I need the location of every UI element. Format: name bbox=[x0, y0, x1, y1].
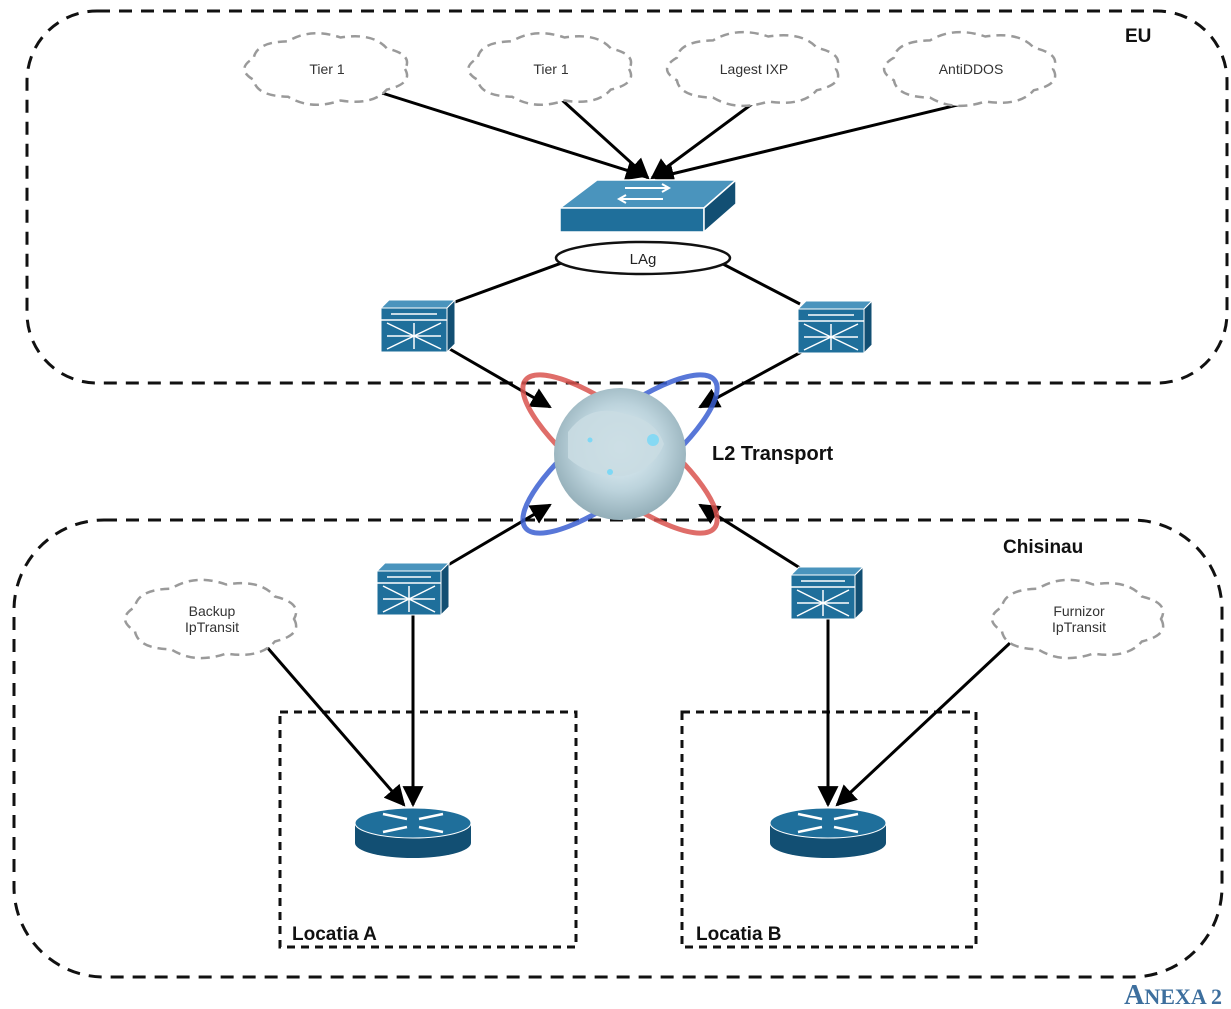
eu-label: EU bbox=[1125, 26, 1151, 47]
link-antiddos-core bbox=[652, 98, 979, 184]
eu-region bbox=[25, 9, 1229, 385]
locatia-a-box bbox=[278, 710, 578, 949]
link-edge-left-transport bbox=[447, 346, 552, 409]
link-furnizor-router bbox=[835, 641, 1012, 807]
router-locatia-b-icon bbox=[769, 807, 887, 858]
edge-switch-eu-left-icon bbox=[379, 298, 457, 354]
annex-label: ANEXA 2 bbox=[1124, 980, 1222, 1009]
cloud-tier1-b: Tier 1 bbox=[467, 32, 633, 106]
locatia-a-label: Locatia A bbox=[292, 924, 377, 945]
edge-switch-chisinau-a-icon bbox=[375, 561, 451, 617]
cloud-tier1-a: Tier 1 bbox=[243, 32, 409, 106]
edge-switch-eu-right-icon bbox=[796, 299, 874, 355]
router-locatia-a-icon bbox=[354, 807, 472, 858]
core-switch-icon bbox=[557, 178, 738, 234]
lag-ellipse bbox=[554, 240, 732, 276]
cloud-label: Tier 1 bbox=[309, 61, 344, 77]
edge-switches bbox=[375, 298, 874, 621]
cloud-ixp: Lagest IXP bbox=[665, 30, 840, 108]
link-tier1b-core bbox=[560, 98, 650, 180]
cloud-label: IpTransit bbox=[1052, 619, 1106, 635]
transport-label: L2 Transport bbox=[712, 443, 833, 465]
locatia-b-label: Locatia B bbox=[696, 924, 782, 945]
cloud-label: IpTransit bbox=[185, 619, 239, 635]
cloud-label: Furnizor bbox=[1053, 603, 1105, 619]
cloud-label: Lagest IXP bbox=[720, 61, 789, 77]
chisinau-label: Chisinau bbox=[1003, 537, 1083, 558]
link-tier1a-core bbox=[381, 91, 648, 181]
transport-globe-icon bbox=[520, 372, 720, 536]
cloud-antiddos: AntiDDOS bbox=[882, 30, 1057, 108]
routers bbox=[354, 807, 887, 858]
cloud-label: Backup bbox=[189, 603, 236, 619]
link-backup-router bbox=[264, 645, 406, 807]
cloud-label: AntiDDOS bbox=[939, 61, 1004, 77]
lag-label: LAg bbox=[630, 251, 657, 268]
chisinau-region bbox=[12, 518, 1224, 979]
edge-switch-chisinau-b-icon bbox=[789, 565, 865, 621]
cloud-label: Tier 1 bbox=[533, 61, 568, 77]
link-transport-chisinau-left bbox=[447, 503, 552, 567]
